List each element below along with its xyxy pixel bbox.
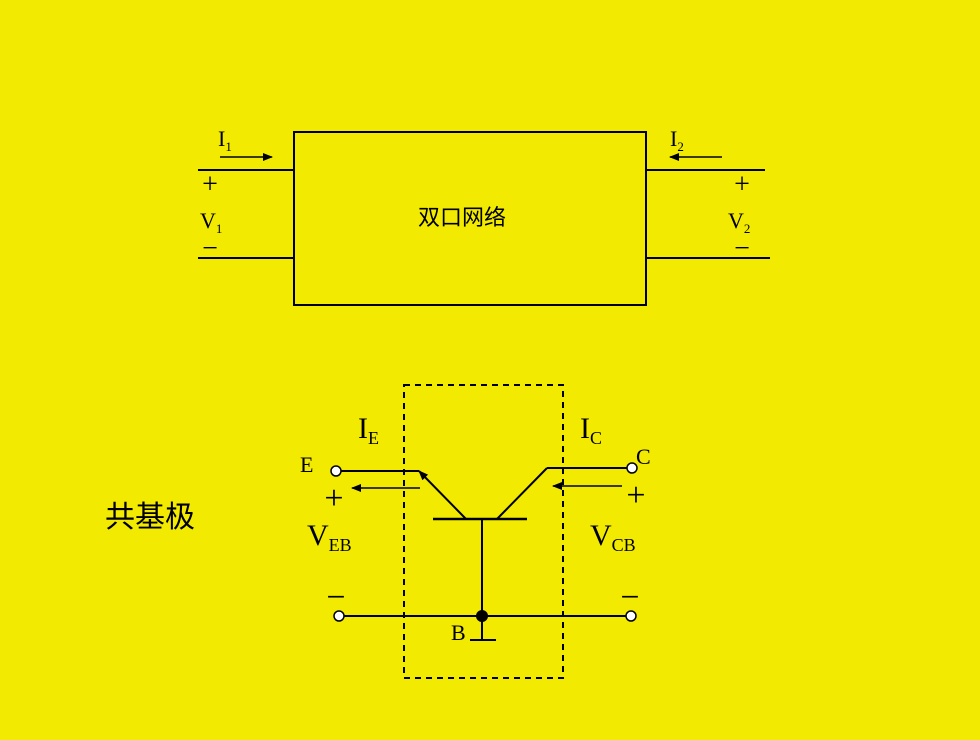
collector-terminal-node [626,462,638,474]
input-plus-sign: + [202,169,218,200]
collector-minus-sign: − [620,579,639,616]
collector-base-voltage-label: VCB [590,519,636,555]
emitter-base-voltage-label: VEB [307,519,352,555]
input-voltage-label: V1 [200,208,222,236]
emitter-terminal-node [330,465,342,477]
collector-current-label: IC [580,412,602,448]
input-minus-sign: − [202,233,218,264]
emitter-terminal-label: E [300,452,313,477]
base-right-terminal-node [625,610,637,622]
emitter-current-label: IE [358,412,379,448]
collector-plus-sign: + [626,477,645,514]
output-current-label: I2 [670,126,684,154]
collector-terminal-label: C [636,444,651,469]
collector-lead [496,467,548,520]
output-minus-sign: − [734,233,750,264]
output-voltage-label: V2 [728,208,750,236]
emitter-lead [418,470,467,520]
two-port-box-label: 双口网络 [418,206,506,231]
emitter-minus-sign: − [326,579,345,616]
transistor-boundary [403,384,564,679]
output-plus-sign: + [734,169,750,200]
base-terminal-label: B [451,620,466,645]
two-port-network: 双口网络 I1 I2 + V1 − + V2 − [198,126,770,306]
common-base-circuit: 共基极 E C B IE IC + + − − [105,384,651,679]
base-left-terminal-node [333,610,345,622]
two-port-box [293,131,647,306]
emitter-plus-sign: + [324,480,343,517]
configuration-label: 共基极 [105,500,195,535]
input-current-label: I1 [218,126,232,154]
